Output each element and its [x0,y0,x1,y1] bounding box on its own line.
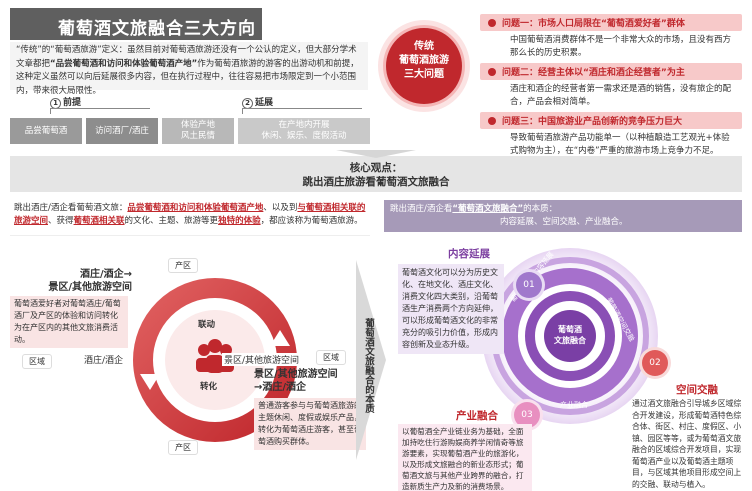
bracket-1 [50,108,150,114]
node-01: 01 [516,272,542,298]
node-03: 03 [514,402,540,428]
step2-label: 延展 [255,98,274,108]
top-flow-heading: 酒庄/酒企→ 景区/其他旅游空间 [48,269,132,293]
problem-3-dot [488,117,496,125]
stage-visit-winery: 访问酒厂/酒庄 [86,118,158,144]
intro-paragraph: “传统”的“葡萄酒旅游”定义：虽然目前对葡萄酒旅游还没有一个公认的定义，但大部分… [10,42,368,96]
essence-arrow: 葡萄酒文旅融合的本质 [356,260,386,460]
core-banner [10,156,742,192]
ring-mid [502,268,638,404]
hl-unique: 独特的体验 [218,216,261,226]
space-int-body: 通过酒文旅融合引导城乡区域综合开发建设，形成葡萄酒特色综合体、街区、村庄、度假区… [632,399,742,489]
region-right-label: 区域 [316,350,346,365]
bottom-flow-body: 普通游客参与与葡萄酒旅游的主题休闲、度假或娱乐产品，转化为葡萄酒庄游客，甚至葡萄… [254,398,366,450]
region-bottom-label: 产区 [168,440,198,455]
cycle-arrow-top [270,330,290,346]
space-int-heading: 空间交融 [676,384,718,396]
problem-2-dot [488,68,496,76]
problem-1-title: 问题一：市场人口局限在“葡萄酒爱好者”群体 [480,14,742,31]
problem-2-title: 问题二：经营主体以“酒庄和酒企经营者”为主 [480,63,742,80]
page-title: 葡萄酒文旅融合三大方向 [10,8,262,40]
content-ext-body: 葡萄酒文化可以分为历史文化、在地文化、酒庄文化、消费文化四大类别，沿葡萄酒生产消… [398,264,504,354]
left-node: 酒庄/酒企 [82,353,126,366]
intro-part1: “传统”的“葡萄酒旅游”定义：虽然目前对葡萄酒旅游还没有一个公认的定义，但大部分… [16,45,357,69]
content-ext-heading: 内容延展 [448,248,490,260]
ring-center [544,310,596,362]
industry-body: 以葡萄酒全产业链业务为基础，全面加持吃住行游购娱商养学闲情奇等旅游要素，实现葡萄… [398,424,532,491]
ring-seg3-label: 产业融合 [560,401,588,409]
cycle-arrow-bottom [140,374,160,390]
problems-circle: 传统 葡萄酒旅游 三大问题 [378,20,470,112]
problem-2: 问题二：经营主体以“酒庄和酒企经营者”为主 酒庄和酒企的经营者第一需求还是酒的销… [480,63,742,109]
cycle-inner-top: 联动 [198,320,216,330]
industry-heading: 产业融合 [456,410,498,422]
hl-taste-visit: 品尝葡萄酒和访问和体验葡萄酒产地 [127,203,264,213]
problem-1-body: 中国葡萄酒消费群体不是一个非常大众的市场，且没有西方那么长的历史积累。 [510,35,732,58]
top-flow-body: 葡萄酒爱好者对葡萄酒庄/葡萄酒厂及产区的体验和访问转化为在产区内的其他文旅消费活… [10,296,128,348]
stage-tasting: 品尝葡萄酒 [10,118,82,144]
problem-1-dot [488,19,496,27]
problem-3-body: 导致葡萄酒旅游产品功能单一（以种植酿造工艺观光+体验式购物为主），在“内卷”严重… [510,133,730,156]
intro-part3: 作为葡萄酒旅游的游客的出游动机和前提，这种定义虽然可以向后延展很多内容，但在执行… [16,58,359,96]
core-line2: 跳出酒庄旅游看葡萄酒文旅融合 [302,176,450,188]
problem-3-title: 问题三：中国旅游业产品创新的竞争压力巨大 [480,112,742,129]
intro-highlight: “品尝葡萄酒和访问和体验葡萄酒产地” [50,58,198,69]
right-statement: 跳出酒庄/酒企看“葡萄酒文旅融合”的本质： 内容延展、空间交融、产业融合。 [384,200,742,232]
ring-inner [525,291,615,381]
stage-experience: 体验产地 风土民情 [162,118,234,144]
ring-center-text: 葡萄酒 文旅融合 [554,325,586,345]
region-top-label: 产区 [168,258,198,273]
core-arrow [336,150,416,158]
problem-1: 问题一：市场人口局限在“葡萄酒爱好者”群体 中国葡萄酒消费群体不是一个非常大众的… [480,14,742,60]
core-line1: 核心观点： [349,162,403,174]
region-left-label: 区域 [22,354,52,369]
step1-label: 前提 [63,98,82,108]
problem-2-body: 酒庄和酒企的经营者第一需求还是酒的销售，没有旅企的配合，产品会相对简单。 [510,84,732,107]
right-statement-line2: 内容延展、空间交融、产业融合。 [500,217,628,227]
hl-fusion: “葡萄酒文旅融合” [452,204,524,214]
node-02: 02 [642,350,668,376]
bottom-flow-heading: 景区/其他旅游空间 →酒庄/酒企 [254,369,338,393]
stage-leisure: 在产地内开展 休闲、娱乐、度假活动 [238,118,370,144]
hl-related: 葡萄酒相关联 [73,216,125,226]
cycle-inner-bottom: 转化 [200,382,218,392]
right-node: 景区/其他旅游空间 [222,353,302,366]
problems-circle-text: 传统 葡萄酒旅游 三大问题 [399,41,449,80]
essence-arrow-text: 葡萄酒文旅融合的本质 [363,318,374,413]
left-statement: 跳出酒庄/酒企看葡萄酒文旅：品尝葡萄酒和访问和体验葡萄酒产地、以及到与葡萄酒相关… [10,200,370,236]
bracket-2 [242,108,362,114]
problem-3: 问题三：中国旅游业产品创新的竞争压力巨大 导致葡萄酒旅游产品功能单一（以种植酿造… [480,112,742,158]
hl-related-space: 与葡萄酒相关联的旅游空间 [14,203,366,226]
